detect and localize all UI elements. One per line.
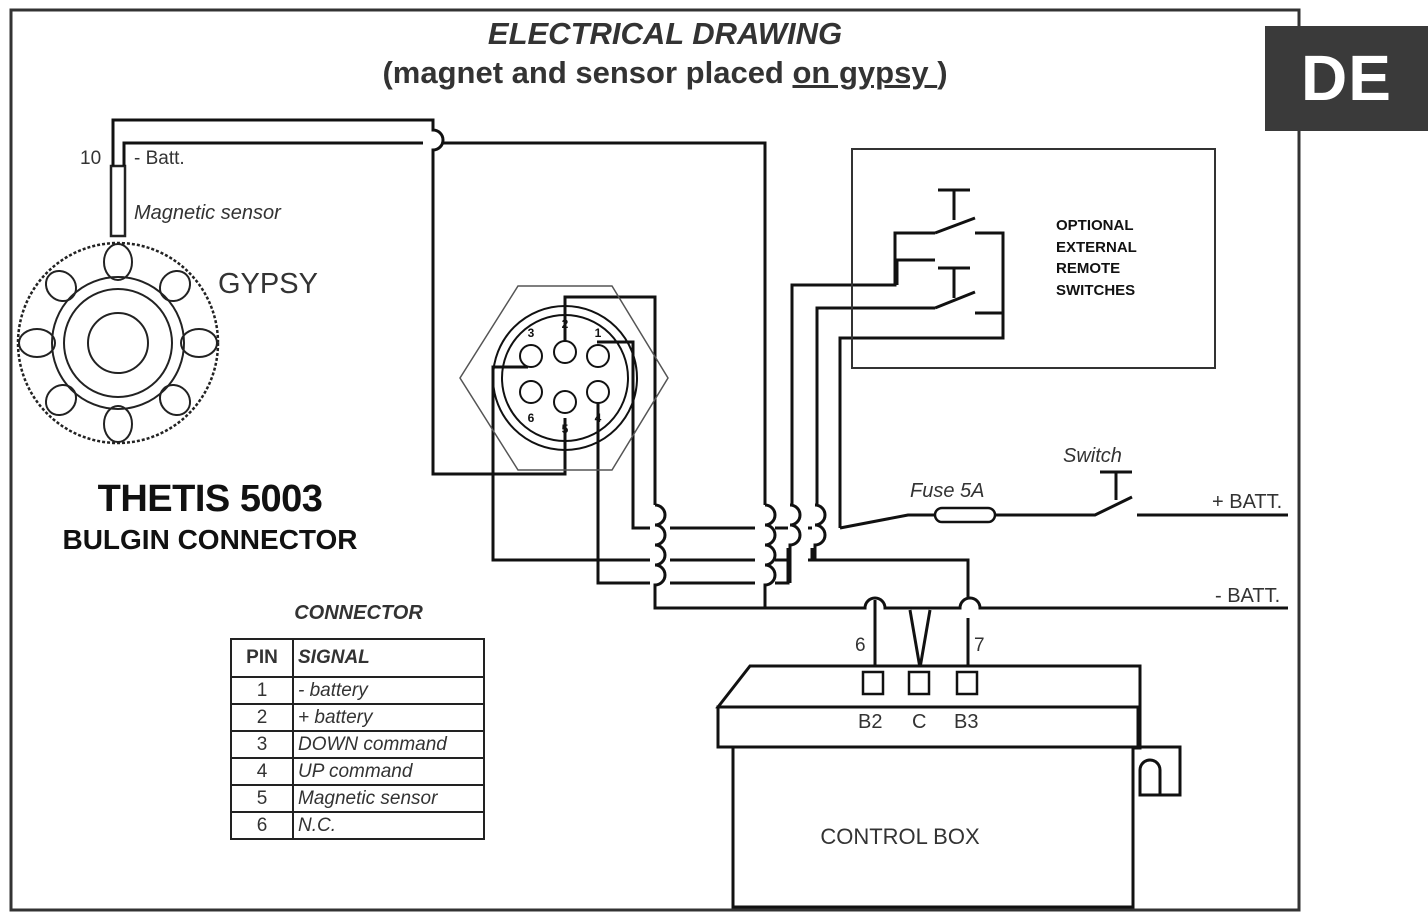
diagram-subtitle: (magnet and sensor placed on gypsy ) [300, 55, 1030, 91]
wire-number-6: 6 [855, 635, 866, 656]
control-box-label: CONTROL BOX [820, 824, 980, 849]
bulgin-connector [459, 285, 669, 471]
pin-label-2: 2 [562, 317, 569, 331]
magnetic-sensor [109, 164, 127, 238]
table-row: 2 + battery [230, 703, 485, 732]
main-switch [1100, 470, 1132, 500]
table-row: 4 UP command [230, 757, 485, 786]
diagram-border [9, 8, 1301, 912]
subtitle-underlined: on gypsy [792, 55, 938, 90]
pin-cell: 5 [230, 784, 294, 813]
pin-label-6: 6 [528, 411, 535, 425]
optional-line: OPTIONAL [1056, 217, 1134, 234]
optional-switches-label: OPTIONAL EXTERNAL REMOTE SWITCHES [1056, 215, 1137, 301]
control-box-terminals [861, 670, 979, 696]
bulgin-pin-labels: 3 2 1 6 5 4 [528, 317, 602, 436]
optional-line: REMOTE [1056, 260, 1121, 277]
wiring [111, 118, 1288, 669]
magnetic-sensor-label: Magnetic sensor [134, 202, 282, 224]
sensor-batt-label: - Batt. [134, 148, 185, 169]
table-row: 1 - battery [230, 676, 485, 705]
pin-label-3: 3 [528, 326, 535, 340]
fuse-5a [933, 506, 997, 524]
terminal-b2: B2 [858, 711, 882, 733]
connector-table-caption: CONNECTOR [294, 602, 423, 624]
diagram-title: ELECTRICAL DRAWING [487, 16, 843, 51]
table-row: 3 DOWN command [230, 730, 485, 759]
table-header-row: PIN SIGNAL [230, 638, 485, 678]
table-row: 6 N.C. [230, 811, 485, 840]
sensor-pin-number: 10 [80, 148, 101, 169]
signal-cell: UP command [292, 757, 485, 786]
signal-cell: N.C. [292, 811, 485, 840]
gypsy-label: GYPSY [218, 268, 318, 300]
pin-cell: 2 [230, 703, 294, 732]
language-badge: DE [1265, 26, 1428, 131]
connector-table: PIN SIGNAL 1 - battery 2 + battery 3 DOW… [230, 638, 485, 840]
wire-number-7: 7 [974, 635, 985, 656]
pin-label-1: 1 [595, 326, 602, 340]
table-row: 5 Magnetic sensor [230, 784, 485, 813]
subtitle-suffix: ) [937, 55, 948, 90]
optional-switch-box [851, 148, 1216, 369]
switch-label: Switch [1063, 445, 1122, 467]
product-connector: BULGIN CONNECTOR [62, 524, 358, 555]
pin-cell: 3 [230, 730, 294, 759]
signal-cell: Magnetic sensor [292, 784, 485, 813]
subtitle-prefix: (magnet and sensor placed [382, 55, 793, 90]
minus-batt-label: - BATT. [1215, 585, 1280, 607]
optional-line: EXTERNAL [1056, 238, 1137, 256]
fuse-label: Fuse 5A [910, 480, 984, 502]
gypsy-drawing [16, 241, 220, 445]
header-pin: PIN [230, 638, 294, 678]
signal-cell: + battery [292, 703, 485, 732]
product-name: THETIS 5003 [97, 478, 323, 520]
pin-label-4: 4 [595, 411, 602, 425]
bulgin-pins [519, 340, 610, 414]
terminal-c: C [912, 711, 926, 733]
pin-label-5: 5 [562, 422, 569, 436]
signal-cell: - battery [292, 676, 485, 705]
control-box [715, 664, 1182, 909]
remote-switches [934, 188, 976, 310]
terminal-b3: B3 [954, 711, 978, 733]
signal-cell: DOWN command [292, 730, 485, 759]
pin-cell: 4 [230, 757, 294, 786]
header-signal: SIGNAL [292, 638, 485, 678]
plus-batt-label: + BATT. [1212, 491, 1282, 513]
pin-cell: 6 [230, 811, 294, 840]
optional-line: SWITCHES [1056, 281, 1136, 299]
pin-cell: 1 [230, 676, 294, 705]
